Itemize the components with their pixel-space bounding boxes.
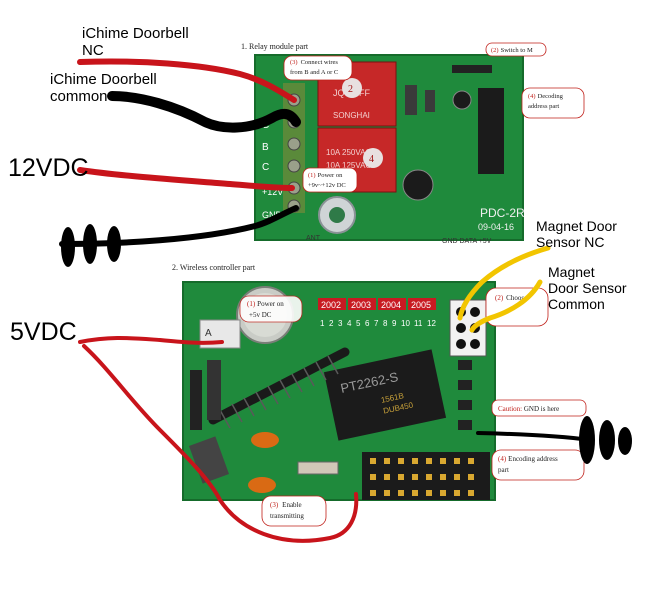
svg-text:transmitting: transmitting xyxy=(270,512,304,520)
callout-enable-transmitting: (3)Enable transmitting xyxy=(261,495,327,527)
side-mark: A xyxy=(205,328,212,339)
svg-text:4: 4 xyxy=(347,319,352,328)
ground-tail-relay xyxy=(61,224,121,267)
callout-wireless-power: (1)Power on +5v DC xyxy=(239,295,303,323)
svg-text:(4)Encoding address: (4)Encoding address xyxy=(498,455,558,463)
label-12vdc: 12VDC xyxy=(8,154,89,182)
callout-relay-power: (1)Power on +9v~+12v DC xyxy=(302,167,358,193)
relay-section-title: 1. Relay module part xyxy=(241,42,309,51)
callout-decoding: (4)Decoding address part xyxy=(521,87,585,119)
svg-text:(2)Choose: (2)Choose xyxy=(495,294,527,302)
svg-text:address part: address part xyxy=(528,103,559,110)
decoder-chip xyxy=(478,88,504,174)
svg-text:(1)Power on: (1)Power on xyxy=(308,172,343,179)
wire-12vdc xyxy=(77,167,295,191)
svg-text:from B and A or C: from B and A or C xyxy=(290,69,338,76)
wire-ground-relay xyxy=(59,205,299,247)
year-header: 2002 xyxy=(321,300,341,310)
side-letter: B xyxy=(262,142,269,153)
svg-text:6: 6 xyxy=(365,319,370,328)
svg-text:10: 10 xyxy=(401,319,410,328)
mode-switch xyxy=(452,65,492,73)
year-header: 2005 xyxy=(411,300,431,310)
relay-model-label: PDC-2R xyxy=(480,206,525,220)
wire-magnet-sensor xyxy=(457,245,551,333)
wire-5vdc xyxy=(78,336,359,543)
resistor xyxy=(297,461,339,475)
relay-2-rating: 10A 125VAC xyxy=(326,161,371,170)
choose-jumper-block xyxy=(449,299,487,357)
svg-text:+5v DC: +5v DC xyxy=(249,311,272,319)
svg-text:5: 5 xyxy=(356,319,361,328)
relay-pin-label: GND DATA +5V xyxy=(442,238,492,245)
svg-text:Caution: GND is here: Caution: GND is here xyxy=(498,405,559,413)
svg-text:+9v~+12v DC: +9v~+12v DC xyxy=(308,182,346,189)
wire-doorbell-nc xyxy=(77,58,297,103)
svg-text:(3)Enable: (3)Enable xyxy=(270,501,302,509)
relay-ant-label: ANT xyxy=(306,235,321,242)
relay-module-board: C B C +12V GND JQC-3FF SONGHAI 10A 250VA… xyxy=(254,42,585,245)
encoding-header-pins xyxy=(362,452,490,500)
pin-number-row: 1 2 3 4 5 6 7 8 9 10 11 12 xyxy=(320,319,436,328)
relay-date-label: 09-04-16 xyxy=(478,222,514,232)
svg-text:(1)Power on: (1)Power on xyxy=(247,300,284,308)
svg-text:11: 11 xyxy=(414,319,423,328)
callout-connect-wires: (3)Connect wires from B and A or C xyxy=(283,55,353,81)
svg-text:7: 7 xyxy=(374,319,379,328)
callout-encoding: (4)Encoding address part xyxy=(491,449,585,481)
relay-1-brand: SONGHAI xyxy=(333,111,370,120)
capacitor xyxy=(452,90,472,110)
svg-text:2: 2 xyxy=(329,319,334,328)
svg-text:3: 3 xyxy=(338,319,343,328)
label-5vdc: 5VDC xyxy=(10,318,77,346)
circle-mark: 4 xyxy=(369,154,374,165)
capacitor xyxy=(402,169,434,201)
year-header: 2003 xyxy=(351,300,371,310)
svg-text:1: 1 xyxy=(320,319,325,328)
svg-text:9: 9 xyxy=(392,319,397,328)
terminal-gnd-label: GND xyxy=(262,210,283,220)
terminal-12v-label: +12V xyxy=(262,187,283,197)
callout-caution: Caution: GND is here xyxy=(491,399,587,417)
svg-text:part: part xyxy=(498,466,509,474)
side-letter: C xyxy=(262,162,269,173)
svg-text:(4)Decoding: (4)Decoding xyxy=(528,93,564,100)
svg-text:12: 12 xyxy=(427,319,436,328)
svg-text:(3)Connect wires: (3)Connect wires xyxy=(290,59,338,66)
relay-2-rating: 10A 250VAC xyxy=(326,148,371,157)
wireless-section-title: 2. Wireless controller part xyxy=(172,263,256,272)
inductor xyxy=(248,477,276,493)
wireless-controller-board: 2002 2003 2004 2005 1 2 3 4 5 6 7 8 9 10… xyxy=(182,281,587,527)
ground-tail-wireless xyxy=(579,416,632,464)
inductor xyxy=(251,432,279,448)
svg-text:(2)Switch to M: (2)Switch to M xyxy=(491,47,533,54)
svg-text:8: 8 xyxy=(383,319,388,328)
encoder-chip xyxy=(323,349,447,441)
wire-doorbell-common xyxy=(107,91,301,133)
callout-switch: (2)Switch to M xyxy=(485,42,547,57)
circle-mark: 2 xyxy=(348,84,353,95)
year-header: 2004 xyxy=(381,300,401,310)
